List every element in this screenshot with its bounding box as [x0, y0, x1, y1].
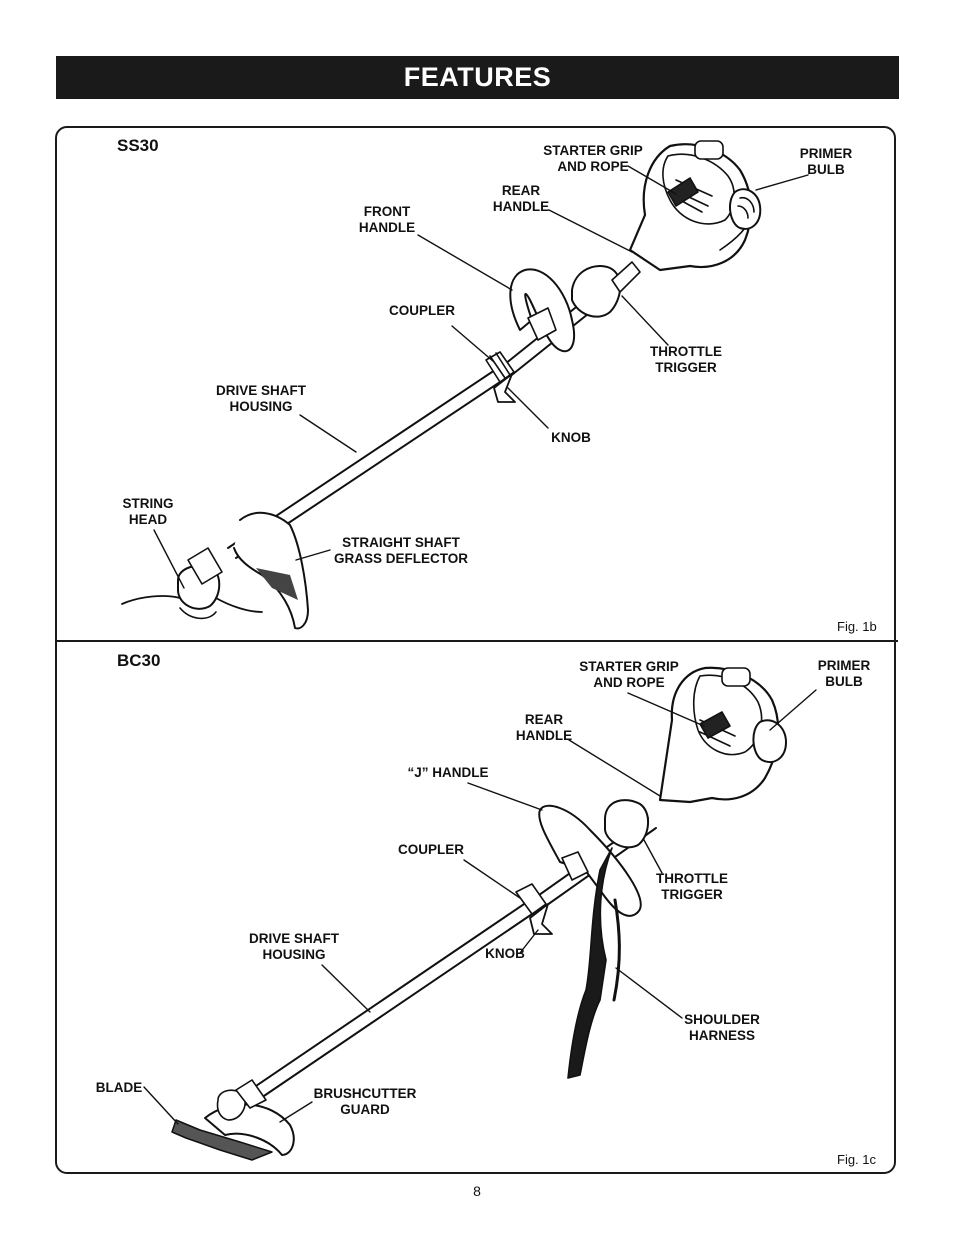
section-title-bar: FEATURES — [56, 56, 899, 99]
ss30-throttle-housing — [571, 265, 622, 318]
bc30-coupler — [515, 883, 547, 915]
bc30-knob — [529, 903, 553, 935]
bc30-throttle-housing — [604, 799, 649, 849]
bc30-label-blade: BLADE — [95, 1080, 143, 1095]
ss30-label-string-head: STRING HEAD — [122, 496, 174, 527]
ss30-figure-number: Fig. 1b — [837, 619, 877, 634]
bc30-engine-body — [658, 666, 780, 804]
ss30-label-drive-shaft-housing: DRIVE SHAFT HOUSING — [215, 383, 306, 414]
ss30-illustration — [121, 140, 762, 630]
figure-divider — [55, 640, 898, 642]
ss30-label-throttle-trigger: THROTTLE TRIGGER — [650, 344, 722, 375]
bc30-leader-lines — [143, 689, 817, 1125]
bc30-label-coupler: COUPLER — [397, 842, 464, 857]
ss30-label-knob: KNOB — [551, 430, 591, 445]
ss30-label-primer-bulb: PRIMER BULB — [799, 146, 853, 177]
page-number: 8 — [473, 1183, 481, 1199]
bc30-illustration — [171, 666, 787, 1161]
figure-frame — [55, 126, 896, 1174]
ss30-label-grass-deflector: STRAIGHT SHAFT GRASS DEFLECTOR — [333, 535, 468, 566]
ss30-trimmer-line — [121, 595, 263, 613]
ss30-label-front-handle: FRONT HANDLE — [358, 204, 416, 235]
page-title: FEATURES — [403, 62, 552, 92]
bc30-label-primer-bulb: PRIMER BULB — [817, 658, 871, 689]
bc30-figure-number: Fig. 1c — [837, 1152, 877, 1167]
bc30-blade — [171, 1119, 273, 1161]
bc30-j-handle — [538, 804, 642, 917]
bc30-starter-grip — [699, 711, 731, 739]
bc30-label-rear-handle: REAR HANDLE — [515, 712, 573, 743]
bc30-label-knob: KNOB — [485, 946, 525, 961]
bc30-label-j-handle: “J” HANDLE — [407, 765, 489, 780]
bc30-primer-bulb — [752, 719, 787, 763]
ss30-leader-lines — [153, 165, 809, 589]
ss30-label-starter-grip: STARTER GRIP AND ROPE — [543, 143, 643, 174]
bc30-label-starter-grip: STARTER GRIP AND ROPE — [579, 659, 679, 690]
ss30-grass-deflector — [233, 511, 309, 630]
ss30-knob — [493, 373, 516, 403]
bc30-label-brushcutter-guard: BRUSHCUTTER GUARD — [313, 1086, 417, 1117]
bc30-model-label: BC30 — [117, 651, 161, 670]
bc30-label-drive-shaft-housing: DRIVE SHAFT HOUSING — [248, 931, 339, 962]
bc30-drive-shaft — [249, 899, 539, 1101]
ss30-starter-grip — [667, 177, 699, 207]
bc30-label-shoulder-harness: SHOULDER HARNESS — [684, 1012, 760, 1043]
ss30-label-rear-handle: REAR HANDLE — [492, 183, 550, 214]
bc30-label-throttle-trigger: THROTTLE TRIGGER — [656, 871, 728, 902]
ss30-label-coupler: COUPLER — [388, 303, 455, 318]
bc30-shoulder-harness — [567, 847, 613, 1079]
ss30-engine-body — [628, 143, 753, 272]
ss30-model-label: SS30 — [117, 136, 159, 155]
